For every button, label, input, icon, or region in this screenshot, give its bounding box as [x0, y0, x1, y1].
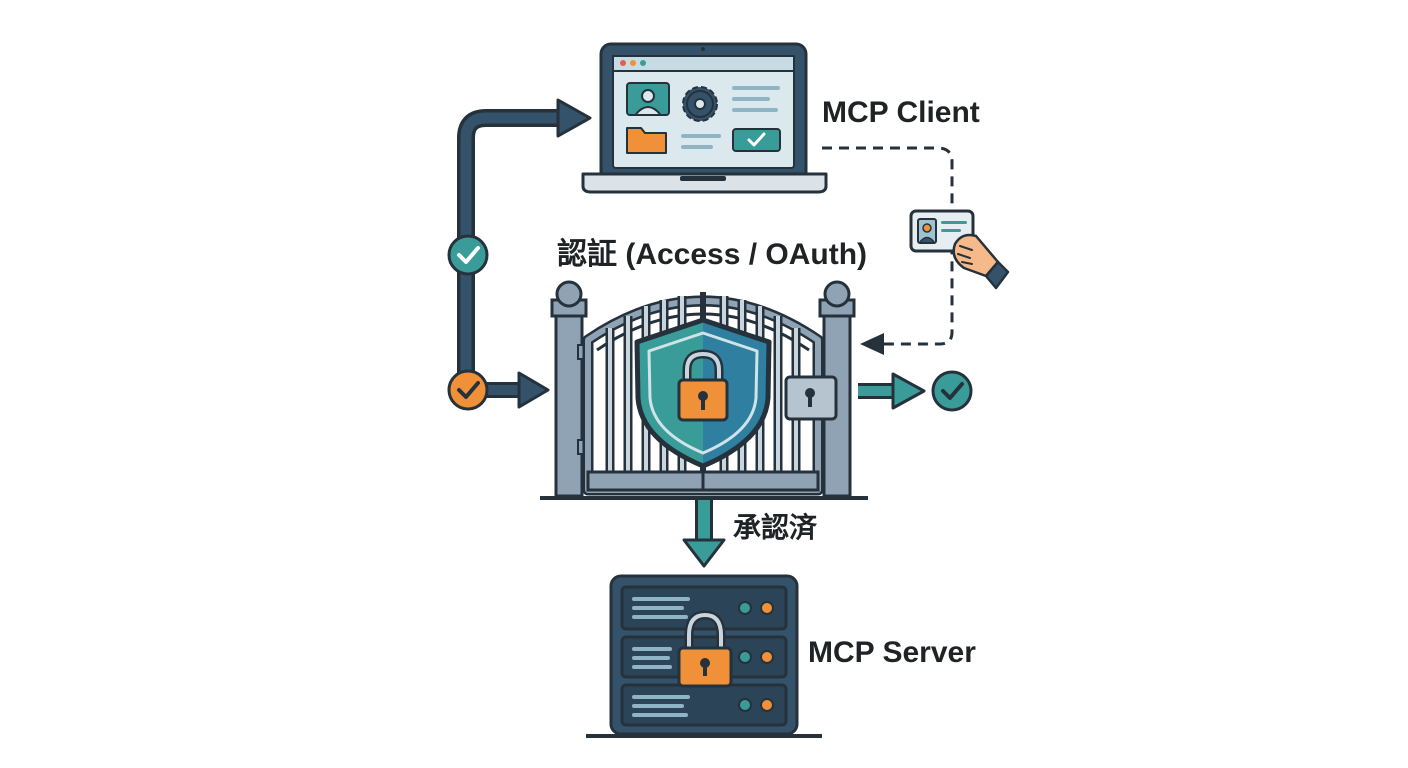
teal-check-icon: [447, 234, 489, 276]
mcp-server-label: MCP Server: [808, 636, 976, 669]
server-lock-icon: [586, 574, 822, 738]
auth-label: 認証 (Access / OAuth): [557, 238, 868, 271]
approved-exit-arrow: [858, 372, 926, 410]
id-card-hand-icon: [909, 209, 1010, 290]
gate-latch-icon: [784, 375, 838, 421]
client-flow-arrow: [457, 98, 592, 409]
gear-icon: [682, 86, 718, 122]
mcp-client-label: MCP Client: [822, 96, 980, 129]
exit-check-icon: [931, 370, 973, 412]
orange-check-icon: [447, 369, 489, 411]
approved-label: 承認済: [733, 512, 818, 543]
approved-down-arrow: [682, 500, 726, 568]
laptop-icon: [581, 42, 828, 194]
folder-icon: [626, 127, 667, 154]
